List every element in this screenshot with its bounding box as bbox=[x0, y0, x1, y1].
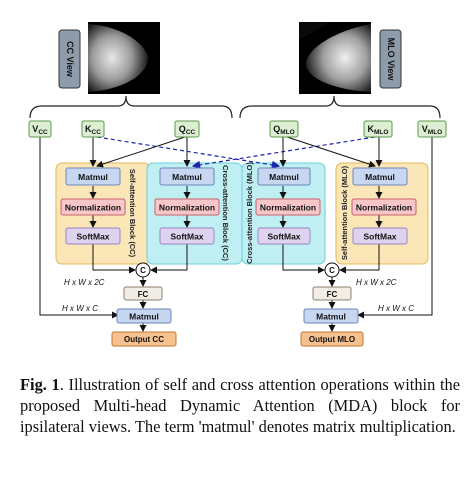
svg-text:SoftMax: SoftMax bbox=[170, 232, 203, 242]
self-attention-block-cc-title: Self-attention Block (CC) bbox=[128, 169, 137, 258]
svg-text:QMLO: QMLO bbox=[273, 124, 294, 136]
k-cc-input: KCC bbox=[81, 120, 105, 138]
k-cc-to-cross-mlo-dashed bbox=[96, 136, 281, 170]
svg-text:Matmul: Matmul bbox=[129, 312, 159, 322]
mlo-view-label: MLO View bbox=[386, 38, 396, 82]
svg-text:SoftMax: SoftMax bbox=[76, 232, 109, 242]
mlo-mammogram-image bbox=[299, 22, 371, 94]
cc-concat-node: C bbox=[135, 262, 151, 278]
output-cc-box: Output CC bbox=[111, 331, 177, 347]
self-attention-block-mlo-title: Self-attention Block (MLO) bbox=[340, 165, 349, 260]
cross-cc-matmul-box: Matmul bbox=[159, 167, 215, 186]
self-mlo-normalization-box: Normalization bbox=[351, 198, 417, 216]
cc-brace bbox=[29, 95, 233, 119]
svg-text:C: C bbox=[140, 266, 146, 275]
q-mlo-to-self-matmul bbox=[286, 136, 376, 168]
cc-fc-box: FC bbox=[123, 286, 163, 301]
svg-text:Output CC: Output CC bbox=[124, 335, 164, 344]
k-mlo-to-cross-cc-dashed bbox=[191, 136, 376, 170]
cc-mammogram-image bbox=[88, 22, 160, 94]
self-cc-softmax-box: SoftMax bbox=[65, 227, 121, 245]
q-cc-input: QCC bbox=[174, 120, 200, 138]
svg-text:SoftMax: SoftMax bbox=[363, 232, 396, 242]
mlo-fc-box: FC bbox=[312, 286, 352, 301]
cross-mlo-matmul-box: Matmul bbox=[257, 167, 311, 186]
svg-text:C: C bbox=[329, 266, 335, 275]
self-mlo-to-concat bbox=[339, 244, 380, 274]
output-mlo-box: Output MLO bbox=[300, 331, 364, 347]
mlo-dim-hwc: H x W x C bbox=[378, 304, 414, 313]
q-mlo-input: QMLO bbox=[269, 120, 299, 138]
cross-attention-block-mlo-title: Cross-attention Block (MLO) bbox=[245, 162, 254, 264]
svg-text:Output MLO: Output MLO bbox=[309, 335, 355, 344]
cc-output-matmul-box: Matmul bbox=[116, 308, 172, 324]
cc-dim-hwc: H x W x C bbox=[62, 304, 98, 313]
mda-diagram: CC View MLO View Self-attention Block (C… bbox=[28, 22, 447, 347]
cross-cc-normalization-box: Normalization bbox=[154, 198, 220, 216]
v-mlo-path bbox=[357, 136, 433, 319]
mlo-view-label-box: MLO View bbox=[379, 29, 402, 89]
svg-text:Normalization: Normalization bbox=[65, 203, 121, 213]
svg-text:Normalization: Normalization bbox=[260, 203, 316, 213]
cross-mlo-softmax-box: SoftMax bbox=[257, 227, 311, 245]
svg-text:Matmul: Matmul bbox=[269, 172, 299, 182]
cc-view-label: CC View bbox=[65, 41, 75, 78]
cross-attention-block-cc-title: Cross-attention Block (CC) bbox=[221, 165, 230, 261]
svg-text:Matmul: Matmul bbox=[316, 312, 346, 322]
svg-text:Matmul: Matmul bbox=[172, 172, 202, 182]
k-mlo-input: KMLO bbox=[363, 120, 393, 138]
svg-text:FC: FC bbox=[327, 290, 338, 299]
self-cc-matmul-box: Matmul bbox=[65, 167, 121, 186]
svg-text:Matmul: Matmul bbox=[78, 172, 108, 182]
svg-text:Matmul: Matmul bbox=[365, 172, 395, 182]
v-cc-input: VCC bbox=[28, 120, 52, 138]
svg-text:QCC: QCC bbox=[179, 124, 196, 136]
svg-text:SoftMax: SoftMax bbox=[267, 232, 300, 242]
mlo-brace bbox=[239, 95, 441, 119]
svg-text:VCC: VCC bbox=[32, 124, 48, 136]
self-mlo-matmul-box: Matmul bbox=[352, 167, 408, 186]
svg-text:Normalization: Normalization bbox=[356, 203, 412, 213]
self-cc-to-concat bbox=[92, 244, 136, 274]
mlo-dim-hw2c: H x W x 2C bbox=[356, 278, 397, 287]
mlo-output-matmul-box: Matmul bbox=[303, 308, 359, 324]
v-mlo-input: VMLO bbox=[417, 120, 447, 138]
svg-text:Normalization: Normalization bbox=[159, 203, 215, 213]
svg-text:KCC: KCC bbox=[85, 124, 101, 136]
figure-caption: Fig. 1. Illustration of self and cross a… bbox=[20, 374, 460, 437]
self-mlo-softmax-box: SoftMax bbox=[352, 227, 408, 245]
figure-label: Fig. 1 bbox=[20, 375, 60, 394]
svg-text:VMLO: VMLO bbox=[422, 124, 442, 136]
cross-mlo-normalization-box: Normalization bbox=[255, 198, 321, 216]
cc-dim-hw2c: H x W x 2C bbox=[64, 278, 105, 287]
figure-caption-text: . Illustration of self and cross attenti… bbox=[20, 375, 460, 436]
q-cc-to-self-matmul bbox=[96, 136, 186, 168]
cc-view-label-box: CC View bbox=[58, 29, 81, 89]
self-cc-normalization-box: Normalization bbox=[60, 198, 126, 216]
cross-cc-to-concat bbox=[150, 244, 188, 274]
v-cc-path bbox=[39, 136, 119, 319]
cross-mlo-to-concat bbox=[282, 244, 325, 274]
svg-text:FC: FC bbox=[138, 290, 149, 299]
cross-cc-softmax-box: SoftMax bbox=[159, 227, 215, 245]
svg-text:KMLO: KMLO bbox=[368, 124, 389, 136]
mlo-concat-node: C bbox=[324, 262, 340, 278]
